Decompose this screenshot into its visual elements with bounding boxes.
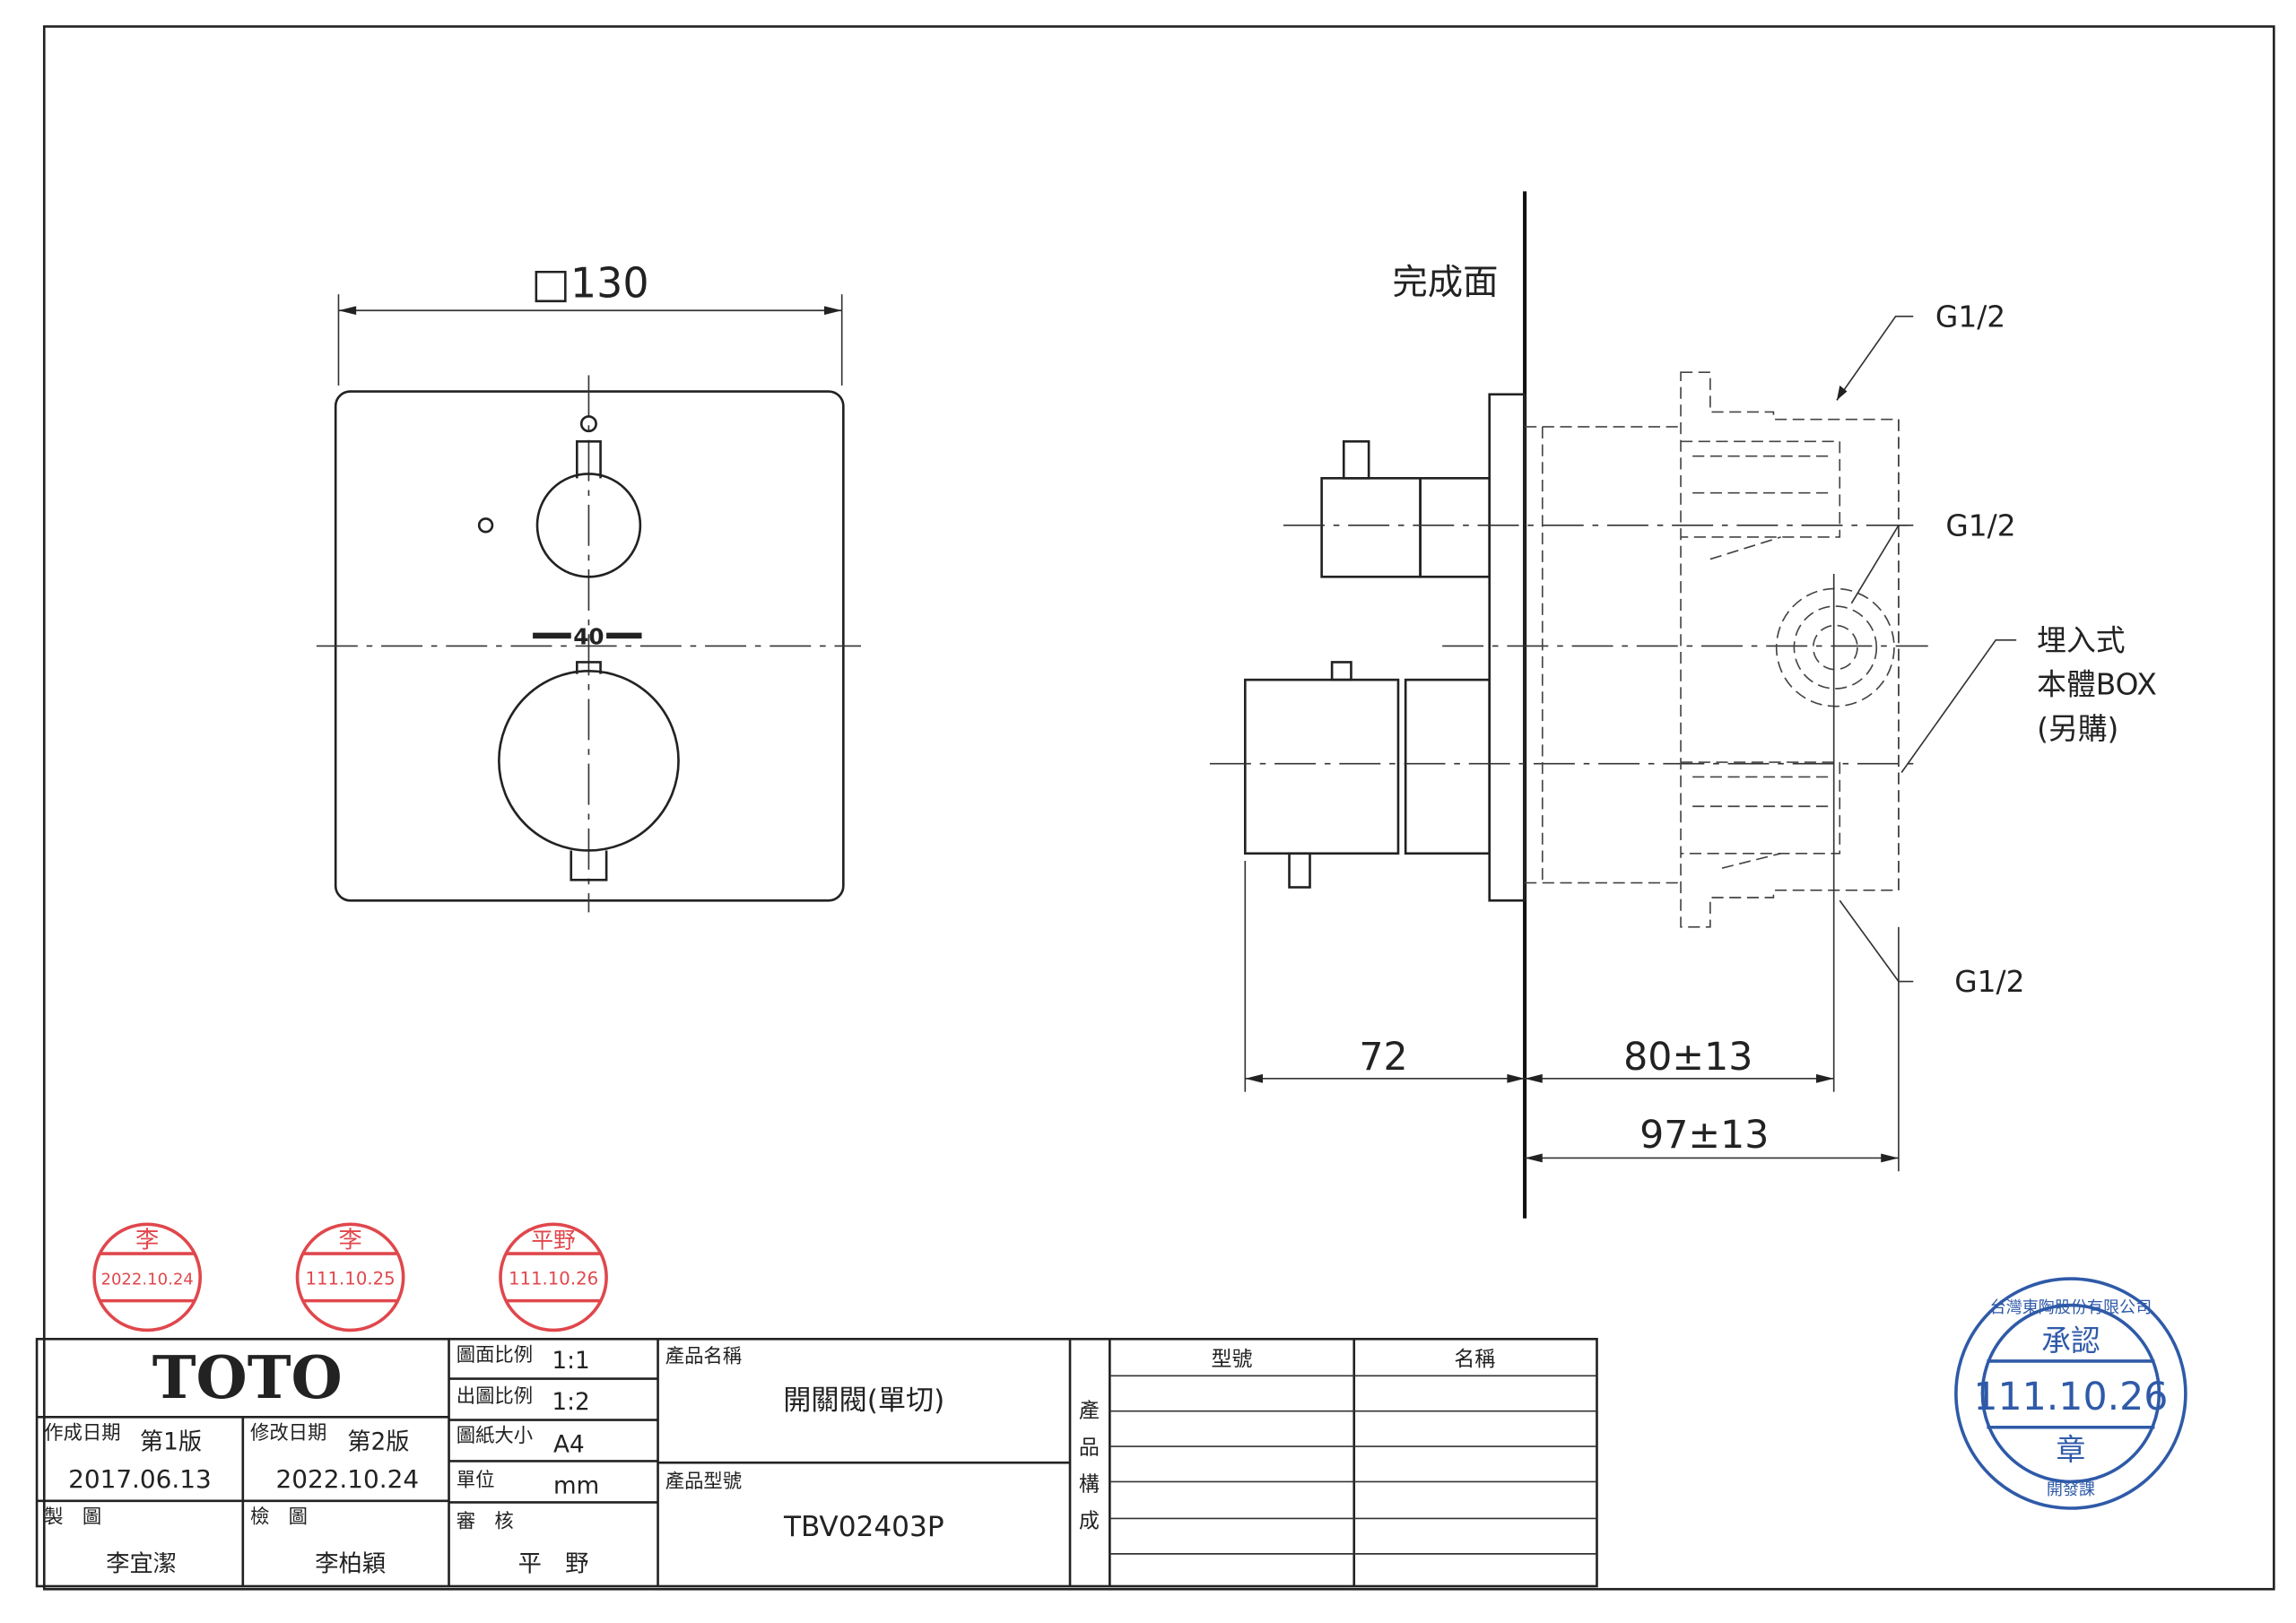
port-label-bottom: G1/2 bbox=[1954, 965, 2024, 999]
finish-surface-label: 完成面 bbox=[1392, 262, 1498, 303]
stamp-dept: 開發課 bbox=[2047, 1480, 2095, 1499]
modified-date: 2022.10.24 bbox=[276, 1464, 420, 1494]
temperature-mark: 40 bbox=[573, 624, 604, 650]
stamp-date: 2022.10.24 bbox=[100, 1271, 193, 1289]
drawing-scale-label: 圖面比例 bbox=[457, 1344, 533, 1367]
port-label-middle: G1/2 bbox=[1945, 508, 2015, 542]
column-header-name: 名稱 bbox=[1454, 1348, 1495, 1371]
sheet-border bbox=[42, 25, 2275, 1591]
box-note-line3: (另購) bbox=[2037, 712, 2118, 746]
composition-label: 構 bbox=[1079, 1472, 1100, 1496]
front-view: □130 40 bbox=[316, 258, 862, 913]
drawn-label: 製 圖 bbox=[44, 1506, 101, 1528]
embedded-box-outline bbox=[1525, 371, 1900, 928]
diverter-knob bbox=[535, 473, 642, 578]
checked-by: 李柏穎 bbox=[315, 1551, 386, 1578]
side-view: 完成面 G1/2 G1/2 G1/2 bbox=[1209, 191, 2157, 1219]
created-label: 作成日期 bbox=[44, 1422, 120, 1445]
stamp-name: 平野 bbox=[531, 1228, 575, 1254]
stamp-date: 111.10.25 bbox=[305, 1269, 395, 1289]
stamp-name: 李 bbox=[135, 1228, 159, 1254]
port-label-top: G1/2 bbox=[1935, 299, 2005, 334]
drawn-by: 李宜潔 bbox=[106, 1551, 177, 1578]
size-label: □130 bbox=[532, 258, 649, 307]
stamp-date: 111.10.26 bbox=[1973, 1375, 2168, 1419]
unit: mm bbox=[553, 1473, 599, 1500]
stamp-checked: 李 111.10.25 bbox=[295, 1222, 405, 1332]
stamp-seal: 章 bbox=[2056, 1433, 2085, 1467]
approval-stamp: 台灣東陶股份有限公司 承認 111.10.26 章 開發課 bbox=[1954, 1277, 2187, 1510]
product-name-label: 產品名稱 bbox=[665, 1346, 742, 1368]
approved-by: 平 野 bbox=[518, 1551, 589, 1578]
title-block: TOTO 作成日期 第1版 2017.06.13 修改日期 第2版 2022.1… bbox=[35, 1337, 1598, 1588]
product-name: 開關閥(單切) bbox=[783, 1384, 944, 1417]
composition-label: 產 bbox=[1079, 1399, 1100, 1422]
paper-label: 圖紙大小 bbox=[457, 1425, 533, 1447]
screw-icon bbox=[477, 517, 494, 534]
output-scale-label: 出圖比例 bbox=[457, 1385, 533, 1408]
dimension-80: 80±13 bbox=[1623, 1035, 1752, 1080]
created-date: 2017.06.13 bbox=[68, 1464, 212, 1494]
stamp-drawn: 李 2022.10.24 bbox=[92, 1222, 203, 1332]
stamp-date: 111.10.26 bbox=[509, 1269, 598, 1289]
stamp-title: 承認 bbox=[2041, 1324, 2100, 1358]
paper-size: A4 bbox=[553, 1432, 585, 1459]
composition-label: 成 bbox=[1079, 1509, 1100, 1532]
column-header-model: 型號 bbox=[1212, 1348, 1253, 1371]
composition-label: 品 bbox=[1079, 1436, 1100, 1459]
drawing-scale: 1:1 bbox=[552, 1348, 589, 1375]
product-model: TBV02403P bbox=[783, 1511, 944, 1543]
toto-logo: TOTO bbox=[152, 1343, 343, 1412]
box-note-line2: 本體BOX bbox=[2037, 668, 2157, 702]
dimension-97: 97±13 bbox=[1639, 1113, 1769, 1158]
stamp-name: 李 bbox=[338, 1228, 361, 1254]
stamp-approved: 平野 111.10.26 bbox=[499, 1222, 608, 1332]
approved-label: 審 核 bbox=[457, 1510, 514, 1532]
output-scale: 1:2 bbox=[552, 1389, 589, 1416]
box-note-line1: 埋入式 bbox=[2037, 623, 2125, 657]
unit-label: 單位 bbox=[457, 1469, 495, 1491]
thermostat-knob bbox=[498, 669, 680, 852]
stamp-company: 台灣東陶股份有限公司 bbox=[1990, 1298, 2152, 1317]
checked-label: 檢 圖 bbox=[250, 1506, 308, 1528]
dimension-72: 72 bbox=[1359, 1035, 1407, 1080]
created-version: 第1版 bbox=[140, 1428, 202, 1455]
modified-version: 第2版 bbox=[347, 1428, 409, 1455]
modified-label: 修改日期 bbox=[250, 1422, 326, 1445]
product-model-label: 產品型號 bbox=[665, 1471, 742, 1493]
